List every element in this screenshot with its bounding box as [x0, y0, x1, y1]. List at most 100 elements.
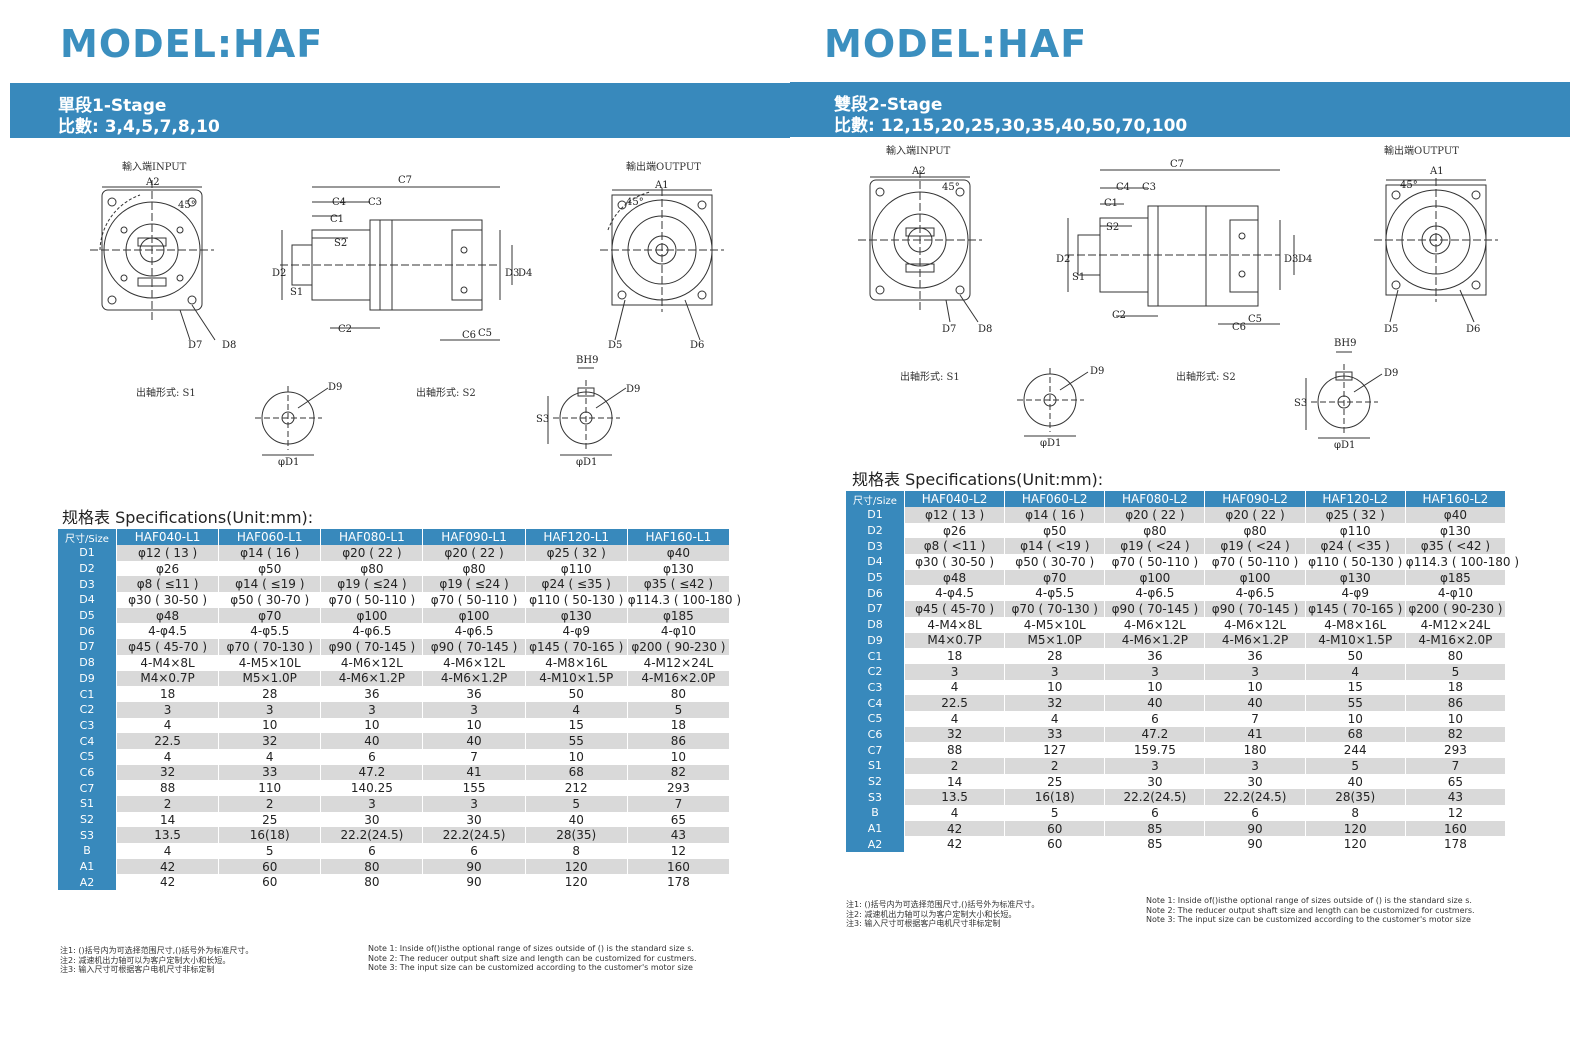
- table-cell: 41: [1204, 726, 1306, 743]
- table-cell: 4-φ4.5: [904, 585, 1006, 602]
- row-header: A1: [846, 820, 905, 837]
- dim-label: C1: [1104, 198, 1118, 209]
- row-header: C4: [846, 695, 905, 711]
- table-cell: φ145 ( 70-165 ): [1305, 601, 1406, 617]
- table-cell: φ70 ( 50-110 ): [1204, 554, 1306, 570]
- table-cell: φ20 ( 22 ): [1104, 507, 1206, 523]
- dim-label: A1: [1429, 166, 1444, 177]
- table-cell: 36: [1204, 648, 1306, 664]
- table-cell: φ200 ( 90-230 ): [627, 639, 731, 655]
- stage-banner: 雙段2-Stage 比數: 12,15,20,25,30,35,40,50,70…: [790, 82, 1570, 137]
- output-label: 輸出端OUTPUT: [626, 160, 701, 173]
- table-cell: φ80: [320, 560, 424, 577]
- table-cell: 4-φ5.5: [218, 623, 322, 640]
- table-cell: 42: [904, 836, 1006, 853]
- input-flange-drawing: [90, 180, 216, 341]
- table-cell: 2: [218, 796, 322, 812]
- table-cell: 40: [1305, 773, 1406, 790]
- table-cell: 293: [627, 780, 731, 796]
- table-cell: φ24 ( ≤35 ): [525, 576, 628, 593]
- table-cell: φ70 ( 70-130 ): [218, 639, 322, 655]
- table-cell: φ70: [1004, 569, 1106, 586]
- table-cell: 10: [1305, 710, 1406, 727]
- technical-drawing-1-stage: 輸入端INPUT 輸出端OUTPUT 出軸形式: S1 出軸形式: S2 A2 …: [90, 160, 724, 468]
- table-cell: 4-M16×2.0P: [1405, 632, 1507, 649]
- table-cell: 47.2: [1104, 726, 1206, 743]
- table-cell: 120: [1305, 820, 1406, 837]
- table-cell: 68: [1305, 726, 1406, 743]
- table-cell: 85: [1104, 820, 1206, 837]
- table-cell: 4: [904, 679, 1006, 696]
- table-cell: φ24 ( <35 ): [1305, 538, 1406, 555]
- table-cell: 10: [1405, 710, 1507, 727]
- table-cell: φ25 ( 32 ): [525, 545, 628, 561]
- table-cell: 4: [116, 748, 220, 765]
- table-cell: φ12 ( 13 ): [904, 507, 1006, 523]
- table-cell: φ100: [422, 607, 526, 624]
- table-cell: 43: [1405, 789, 1507, 806]
- table-cell: 32: [218, 733, 322, 749]
- row-header: D8: [58, 654, 117, 671]
- table-cell: 16(18): [1004, 789, 1106, 806]
- table-cell: 4-M6×12L: [1204, 616, 1306, 633]
- dim-label: D4: [518, 268, 532, 279]
- table-cell: φ200 ( 90-230 ): [1405, 601, 1507, 617]
- table-cell: 15: [525, 717, 628, 734]
- stage-banner: 單段1-Stage 比數: 3,4,5,7,8,10: [10, 83, 790, 138]
- table-cell: 4-φ5.5: [1004, 585, 1106, 602]
- dim-label: C7: [1170, 159, 1184, 170]
- table-cell: φ25 ( 32 ): [1305, 507, 1406, 523]
- row-header: D1: [846, 507, 905, 523]
- table-cell: M5×1.0P: [218, 670, 322, 687]
- side-view-drawing: [1066, 169, 1295, 325]
- model-title: MODEL:HAF: [824, 22, 1088, 66]
- table-cell: 3: [116, 701, 220, 718]
- row-header: D7: [846, 601, 905, 617]
- table-cell: 4-φ10: [1405, 585, 1507, 602]
- table-cell: 36: [1104, 648, 1206, 664]
- row-header: D4: [846, 554, 905, 570]
- table-cell: 4: [218, 748, 322, 765]
- table-cell: 32: [1004, 695, 1106, 711]
- dim-label: C3: [1142, 182, 1156, 193]
- table-cell: 18: [627, 717, 731, 734]
- ratio-line: 比數: 3,4,5,7,8,10: [58, 117, 220, 137]
- row-header: A2: [58, 874, 117, 891]
- table-cell: φ20 ( 22 ): [422, 545, 526, 561]
- row-header: B: [58, 843, 117, 859]
- table-cell: 14: [904, 773, 1006, 790]
- table-cell: 120: [525, 858, 628, 875]
- table-cell: 4-M6×12L: [1104, 616, 1206, 633]
- table-cell: 41: [422, 764, 526, 781]
- stage-line: 雙段2-Stage: [834, 95, 943, 115]
- table-cell: φ90 ( 70-145 ): [1204, 601, 1306, 617]
- table-cell: M4×0.7P: [904, 632, 1006, 649]
- row-header: D3: [846, 538, 905, 555]
- column-header: HAF090-L2: [1204, 491, 1306, 507]
- table-cell: 4-φ6.5: [1104, 585, 1206, 602]
- table-cell: 6: [1204, 805, 1306, 821]
- table-cell: 4-M6×12L: [422, 654, 526, 671]
- table-cell: 10: [1104, 679, 1206, 696]
- column-header: HAF120-L2: [1305, 491, 1406, 507]
- table-cell: 18: [904, 648, 1006, 664]
- table-corner-header: 尺寸/Size: [58, 529, 117, 545]
- table-cell: 85: [1104, 836, 1206, 853]
- dim-label: D9: [626, 384, 640, 395]
- table-cell: 160: [627, 858, 731, 875]
- table-cell: 4-M12×24L: [627, 654, 731, 671]
- table-cell: 6: [320, 843, 424, 859]
- row-header: D2: [846, 522, 905, 539]
- dim-label: A1: [654, 180, 669, 191]
- table-cell: φ30 ( 30-50 ): [116, 592, 220, 608]
- shaft-s2-drawing: [1305, 351, 1383, 439]
